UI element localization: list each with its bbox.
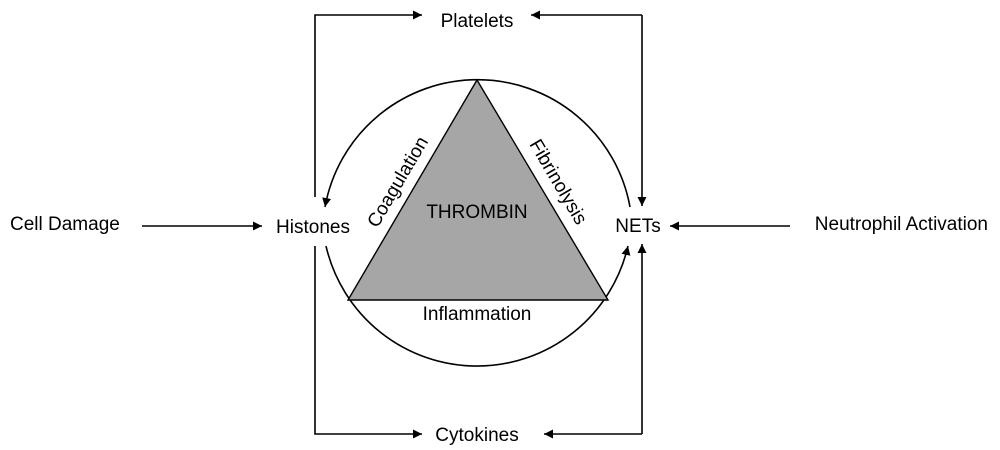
inflammation-label: Inflammation [423, 304, 532, 325]
nets-label: NETs [615, 216, 660, 237]
thrombin-label: THROMBIN [426, 202, 527, 223]
thrombin-triangle [346, 78, 610, 301]
circle-arc-lower [325, 245, 631, 367]
arrow-histones-to-platelets [314, 10, 422, 197]
arrow-histones-to-cytokines [314, 246, 422, 439]
histones-label: Histones [276, 217, 350, 238]
cell-damage-label: Cell Damage [10, 214, 120, 235]
platelets-label: Platelets [441, 11, 514, 32]
neutrophil-activation-label: Neutrophil Activation [815, 214, 988, 235]
cytokines-label: Cytokines [435, 425, 518, 446]
